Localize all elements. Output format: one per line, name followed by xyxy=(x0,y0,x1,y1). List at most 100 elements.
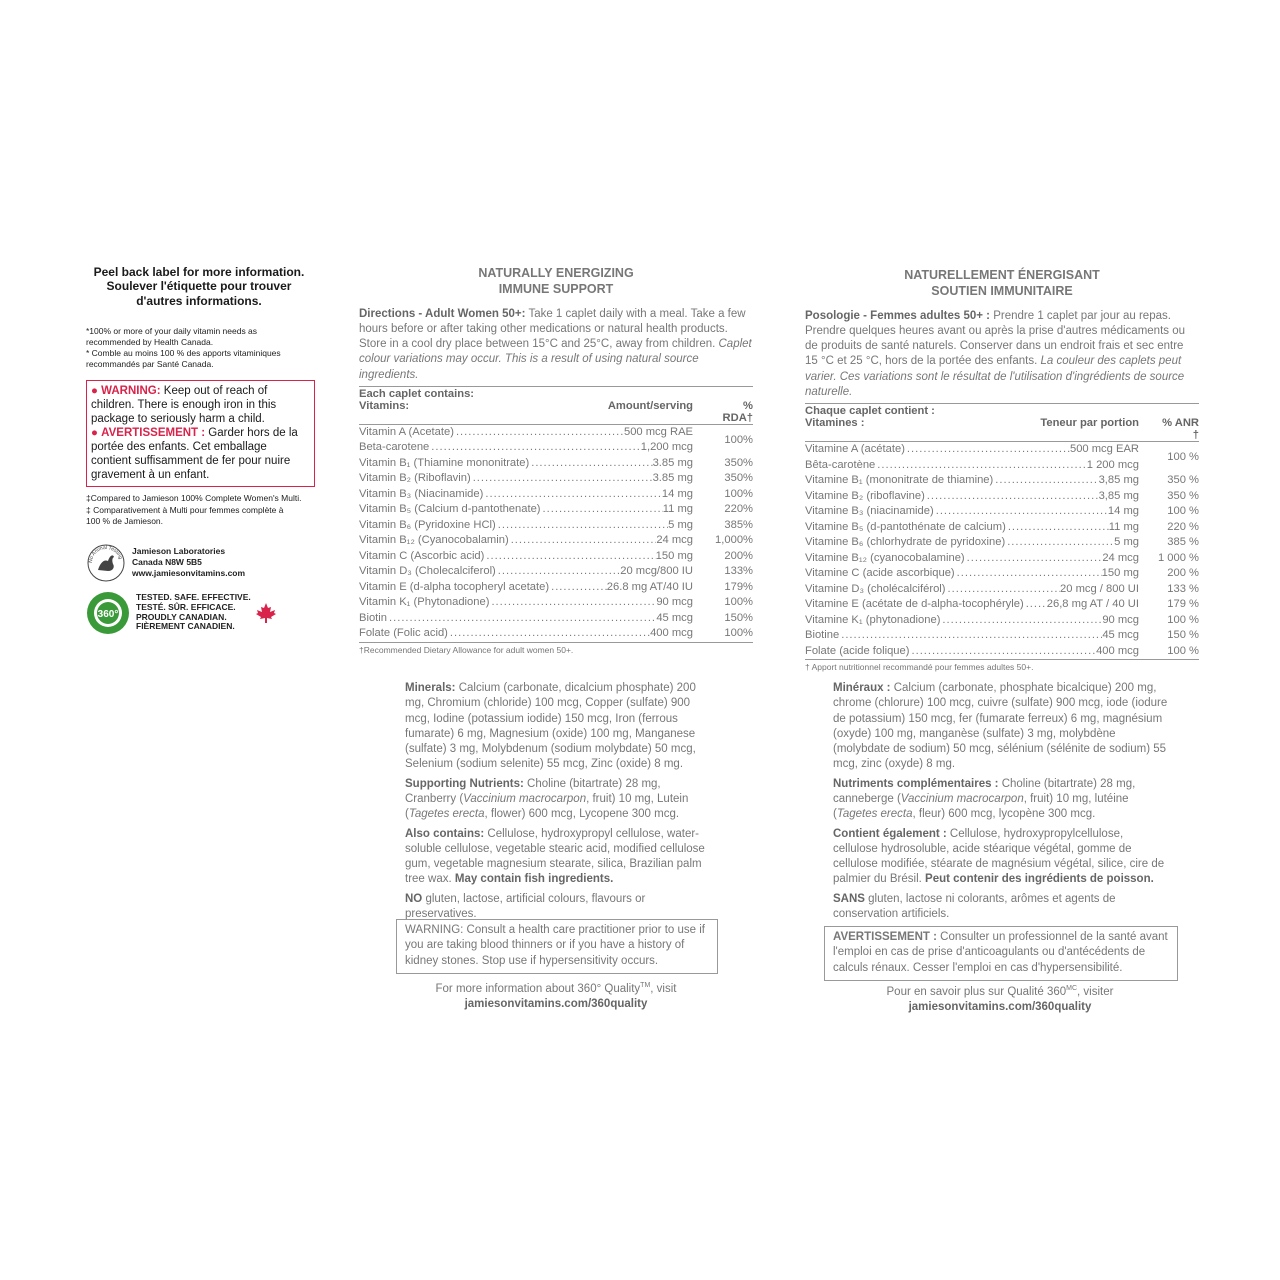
vitamin-name: Bêta-carotène xyxy=(805,458,876,471)
vitamin-amount: 24 mcg xyxy=(1102,551,1139,564)
warning-label: WARNING: xyxy=(101,385,161,398)
vitamin-name: Vitamine C (acide ascorbique) xyxy=(805,567,955,580)
vitamin-name: Biotine xyxy=(805,629,840,642)
vitamin-percent: 220% xyxy=(724,503,753,516)
vitamin-name: Folate (Folic acid) xyxy=(359,627,448,640)
avert-text: Garder hors de la portée des enfants. Ce… xyxy=(91,427,298,482)
leader-dots: ........................................… xyxy=(995,474,1098,487)
leader-dots: ........................................… xyxy=(472,472,653,485)
vitamin-row: Vitamine B₅ (d-pantothénate de calcium).… xyxy=(805,520,1199,536)
vitamin-name: Vitamine B₁ (mononitrate de thiamine) xyxy=(805,474,994,487)
vitamin-percent: 220 % xyxy=(1167,520,1199,533)
vitamin-amount: 20 mcg / 800 UI xyxy=(1060,582,1139,595)
french-footnote: † Apport nutritionnel recommandé pour fe… xyxy=(805,662,1034,673)
leader-dots: ........................................… xyxy=(935,505,1108,518)
quality-360-badge-icon: 360° xyxy=(87,591,129,634)
english-more-info: For more information about 360° QualityT… xyxy=(396,981,716,1012)
french-quality-link: jamiesonvitamins.com/360quality xyxy=(908,1001,1092,1014)
title-line-2: SOUTIEN IMMUNITAIRE xyxy=(931,284,1073,299)
vitamin-percent: 350 % xyxy=(1167,474,1199,487)
note-fr-2: recommandés par Santé Canada. xyxy=(86,359,214,370)
peel-fr-1: Soulever l'étiquette pour trouver xyxy=(106,279,292,294)
bullet-icon: ● xyxy=(91,427,98,440)
merged-percent: 100 % xyxy=(1167,451,1199,464)
vitamin-row: Vitamine B₁ (mononitrate de thiamine)...… xyxy=(805,473,1199,489)
vitamin-row: Vitamin B₁ (Thiamine mononitrate).......… xyxy=(359,456,753,472)
vitamin-amount: 45 mcg xyxy=(656,611,693,624)
vitamin-percent: 100% xyxy=(724,627,753,640)
vitamin-name: Vitamin C (Ascorbic acid) xyxy=(359,549,485,562)
leader-dots: ........................................… xyxy=(966,551,1103,564)
vitamin-amount: 3,85 mg xyxy=(1098,474,1139,487)
leader-dots: ........................................… xyxy=(926,489,1099,502)
peel-en: Peel back label for more information. xyxy=(93,265,305,279)
supporting-nutrients: Nutriments complémentaires : Choline (bi… xyxy=(833,777,1136,821)
french-health-warning: AVERTISSEMENT : Consulter un professionn… xyxy=(824,926,1178,981)
vitamin-amount: 3.85 mg xyxy=(652,456,693,469)
table-caption: Each caplet contains: xyxy=(359,387,475,400)
leader-dots: ........................................… xyxy=(389,611,657,624)
title-line-1: NATURELLEMENT ÉNERGISANT xyxy=(904,268,1100,282)
vitamin-percent: 150% xyxy=(724,611,753,624)
warning-text: Keep out of reach of children. There is … xyxy=(91,385,277,426)
vitamin-amount: 11 mg xyxy=(662,503,693,516)
vitamin-name: Folate (acide folique) xyxy=(805,644,910,657)
lab-name: Jamieson Laboratories xyxy=(132,546,226,557)
vitamin-percent: 385 % xyxy=(1167,536,1199,549)
vitamin-row: Vitamine C (acide ascorbique)...........… xyxy=(805,566,1199,582)
vitamin-percent: 200% xyxy=(724,549,753,562)
vitamin-amount: 5 mg xyxy=(668,518,693,531)
vitamin-percent: 100 % xyxy=(1167,613,1199,626)
french-vitamin-table: Chaque caplet contient : Vitamines : Ten… xyxy=(805,405,1199,661)
vitamin-name: Vitamin B₁₂ (Cyanocobalamin) xyxy=(359,534,509,547)
vitamin-percent: 100 % xyxy=(1167,644,1199,657)
left-info-panel: Peel back label for more information. So… xyxy=(86,265,316,635)
vitamin-percent: 200 % xyxy=(1167,567,1199,580)
vitamin-name: Vitamin B₆ (Pyridoxine HCl) xyxy=(359,518,496,531)
vitamin-percent: 1 000 % xyxy=(1157,551,1199,564)
english-title: NATURALLY ENERGIZING IMMUNE SUPPORT xyxy=(359,265,753,298)
table-header: Vitamines : Teneur par portion % ANR † xyxy=(805,417,1199,442)
french-more-info: Pour en savoir plus sur Qualité 360MC, v… xyxy=(840,984,1160,1015)
leader-dots: ........................................… xyxy=(956,567,1102,580)
vitamin-row: Vitamin A (Acetate).....................… xyxy=(359,425,753,441)
vitamin-percent: 100% xyxy=(724,487,753,500)
leader-dots: ........................................… xyxy=(497,518,668,531)
vitamin-name: Vitamine B₅ (d-pantothénate de calcium) xyxy=(805,520,1006,533)
vitamin-amount: 14 mg xyxy=(661,487,693,500)
french-title: NATURELLEMENT ÉNERGISANT SOUTIEN IMMUNIT… xyxy=(805,267,1199,300)
minerals-paragraph: Minerals: Calcium (carbonate, dicalcium … xyxy=(405,682,696,771)
vitamin-amount: 45 mcg xyxy=(1102,629,1139,642)
free-of: SANS gluten, lactose ni colorants, arôme… xyxy=(833,892,1116,920)
vitamin-row: Folate (Folic acid).....................… xyxy=(359,626,753,642)
leader-dots: ........................................… xyxy=(485,487,662,500)
merged-percent: 100% xyxy=(724,433,753,446)
vitamin-row: Biotin..................................… xyxy=(359,611,753,627)
french-directions: Posologie - Femmes adultes 50+ : Prendre… xyxy=(805,309,1186,398)
leader-dots: ........................................… xyxy=(449,627,650,640)
vitamin-row: Vitamin E (d-alpha tocopheryl acetate)..… xyxy=(359,580,753,596)
vitamin-amount: 5 mg xyxy=(1114,536,1139,549)
avert-label: AVERTISSEMENT : xyxy=(101,427,206,440)
title-line-1: NATURALLY ENERGIZING xyxy=(478,266,634,280)
note-fr-1: * Comble au moins 100 % des apports vita… xyxy=(86,348,281,359)
vitamin-row: Folate (acide folique)..................… xyxy=(805,644,1199,660)
vitamin-name: Vitamine B₆ (chlorhydrate de pyridoxine) xyxy=(805,536,1006,549)
english-directions: Directions - Adult Women 50+: Take 1 cap… xyxy=(359,307,752,381)
vitamin-row: Vitamin B₆ (Pyridoxine HCl).............… xyxy=(359,518,753,534)
vitamin-name: Vitamine B₂ (riboflavine) xyxy=(805,489,925,502)
vitamin-amount: 400 mcg xyxy=(650,627,693,640)
vitamin-amount: 90 mcg xyxy=(1102,613,1139,626)
leader-dots: ........................................… xyxy=(942,613,1103,626)
lab-address: Canada N8W 5B5 xyxy=(132,557,202,568)
vitamin-amount: 11 mg xyxy=(1108,520,1139,533)
quality-line-2: TESTÉ. SÛR. EFFICACE. xyxy=(136,601,236,612)
vitamin-row: Beta-carotene...........................… xyxy=(359,440,753,456)
vitamin-name: Vitamin D₃ (Cholecalciferol) xyxy=(359,565,496,578)
also-contains: Also contains: Cellulose, hydroxypropyl … xyxy=(405,827,705,886)
warning-en: ● WARNING: Keep out of reach of children… xyxy=(91,384,309,426)
vitamin-amount: 14 mg xyxy=(1107,505,1139,518)
english-panel: NATURALLY ENERGIZING IMMUNE SUPPORT Dire… xyxy=(359,265,753,655)
vitamin-row: Vitamin B₅ (Calcium d-pantothenate).....… xyxy=(359,502,753,518)
leader-dots: ........................................… xyxy=(510,534,657,547)
